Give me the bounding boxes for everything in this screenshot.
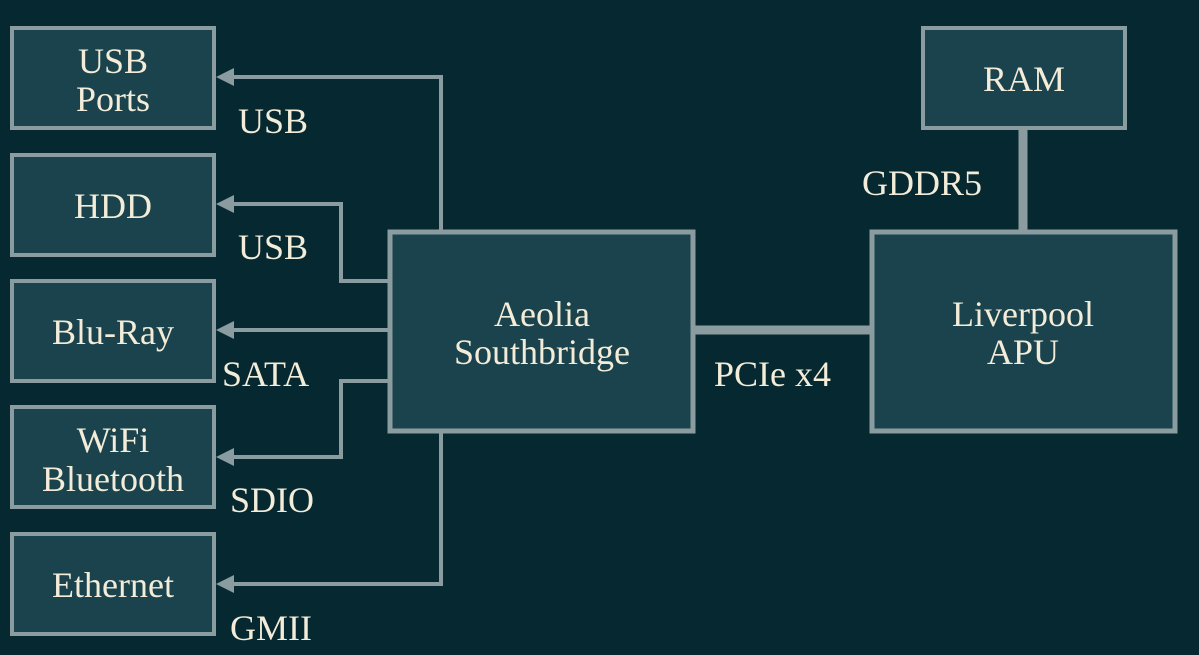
node-label: Ethernet <box>52 565 174 605</box>
node-label: Blu-Ray <box>52 312 174 352</box>
node-label: Ports <box>76 79 150 119</box>
node-label: Southbridge <box>454 332 630 372</box>
node-label: Aeolia <box>494 294 590 334</box>
label-wifi: SDIO <box>230 480 314 520</box>
node-label: Liverpool <box>952 294 1094 334</box>
arrow-icon <box>216 448 234 466</box>
node-label: RAM <box>983 59 1065 99</box>
node-label: Bluetooth <box>42 459 184 499</box>
node-southbridge: Aeolia Southbridge <box>387 229 696 434</box>
connections <box>216 68 1028 593</box>
edge-hdd <box>228 202 388 283</box>
label-hdd: USB <box>238 227 308 267</box>
node-hdd: HDD <box>10 153 216 257</box>
node-usb-ports: USB Ports <box>10 26 216 130</box>
edge-usb-ports <box>228 75 443 230</box>
node-label: USB <box>78 41 148 81</box>
edge-ethernet <box>228 433 443 586</box>
arrow-icon <box>216 575 234 593</box>
node-ethernet: Ethernet <box>10 532 216 636</box>
edge-wifi <box>228 379 388 459</box>
arrow-icon <box>216 195 234 213</box>
label-pcie: PCIe x4 <box>714 354 831 394</box>
arrow-icon <box>216 68 234 86</box>
label-gddr5: GDDR5 <box>862 163 982 203</box>
node-label: APU <box>987 332 1059 372</box>
node-apu: Liverpool APU <box>869 229 1178 434</box>
node-bluray: Blu-Ray <box>10 279 216 383</box>
node-ram: RAM <box>921 26 1127 130</box>
label-usb-ports: USB <box>238 101 308 141</box>
arrow-icon <box>216 321 234 339</box>
label-bluray: SATA <box>222 354 309 394</box>
node-label: WiFi <box>77 420 150 460</box>
label-ethernet: GMII <box>230 608 312 648</box>
node-label: HDD <box>74 186 152 226</box>
node-wifi-bluetooth: WiFi Bluetooth <box>10 405 216 509</box>
